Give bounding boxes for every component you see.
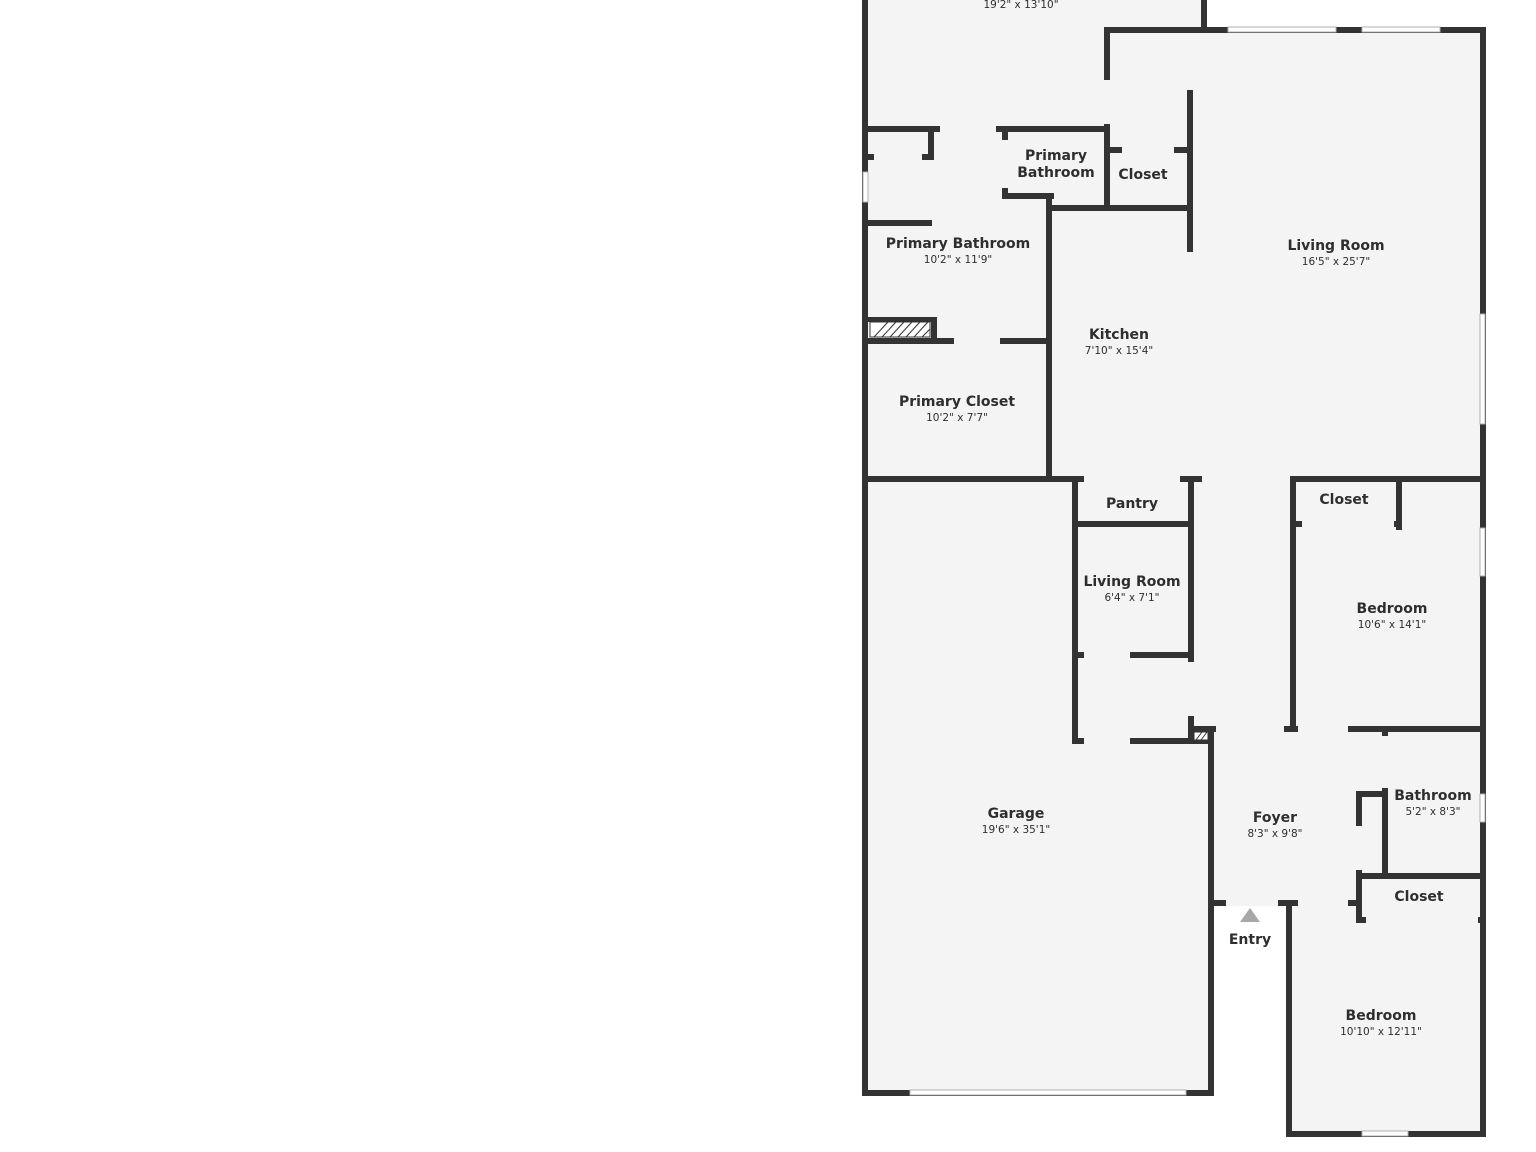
room-garage: Garage 19'6" x 35'1" xyxy=(982,806,1050,836)
room-closet-bedroom2-name: Closet xyxy=(1394,889,1444,905)
room-pantry: Pantry xyxy=(1106,496,1158,512)
windows xyxy=(862,26,1486,1137)
room-primary-bathroom-small-name-line1: Primary xyxy=(1025,148,1087,164)
room-closet-bedroom2: Closet xyxy=(1394,889,1444,905)
room-living-room: Living Room 16'5" x 25'7" xyxy=(1287,238,1384,268)
room-closet-top: Closet xyxy=(1118,167,1168,183)
room-top: 19'2" x 13'10" xyxy=(983,0,1058,11)
room-living-room-small-name: Living Room xyxy=(1083,574,1180,590)
room-kitchen-dims: 7'10" x 15'4" xyxy=(1085,345,1153,357)
room-foyer-dims: 8'3" x 9'8" xyxy=(1247,828,1302,840)
room-living-room-name: Living Room xyxy=(1287,238,1384,254)
room-closet-bedroom1-name: Closet xyxy=(1319,492,1369,508)
room-primary-bathroom-small-name-line2: Bathroom xyxy=(1017,165,1095,181)
room-bedroom-2: Bedroom 10'10" x 12'11" xyxy=(1340,1008,1422,1038)
room-bedroom-1-name: Bedroom xyxy=(1357,601,1428,617)
openings xyxy=(940,80,1478,923)
room-top-dims: 19'2" x 13'10" xyxy=(983,0,1058,11)
room-primary-bathroom: Primary Bathroom 10'2" x 11'9" xyxy=(886,236,1030,266)
room-primary-closet-name: Primary Closet xyxy=(899,394,1015,410)
room-primary-closet-dims: 10'2" x 7'7" xyxy=(926,412,988,424)
room-garage-dims: 19'6" x 35'1" xyxy=(982,824,1050,836)
room-bedroom-1-dims: 10'6" x 14'1" xyxy=(1358,619,1426,631)
room-primary-bathroom-small: Primary Bathroom xyxy=(1017,148,1095,181)
room-closet-top-name: Closet xyxy=(1118,167,1168,183)
room-living-room-small-dims: 6'4" x 7'1" xyxy=(1104,592,1159,604)
room-foyer-name: Foyer xyxy=(1253,810,1297,826)
entry-label: Entry xyxy=(1229,932,1271,948)
room-foyer: Foyer 8'3" x 9'8" xyxy=(1247,810,1302,840)
room-living-room-small: Living Room 6'4" x 7'1" xyxy=(1083,574,1180,604)
room-bathroom-name: Bathroom xyxy=(1394,788,1472,804)
room-bathroom: Bathroom 5'2" x 8'3" xyxy=(1394,788,1472,818)
room-bedroom-1: Bedroom 10'6" x 14'1" xyxy=(1357,601,1428,631)
room-bedroom-2-name: Bedroom xyxy=(1346,1008,1417,1024)
room-kitchen: Kitchen 7'10" x 15'4" xyxy=(1085,327,1153,357)
room-bedroom-2-dims: 10'10" x 12'11" xyxy=(1340,1026,1422,1038)
room-garage-name: Garage xyxy=(988,806,1045,822)
room-bathroom-dims: 5'2" x 8'3" xyxy=(1405,806,1460,818)
room-pantry-name: Pantry xyxy=(1106,496,1158,512)
room-primary-bathroom-name: Primary Bathroom xyxy=(886,236,1030,252)
room-kitchen-name: Kitchen xyxy=(1089,327,1149,343)
entry-arrow-icon xyxy=(1240,908,1260,922)
room-primary-bathroom-dims: 10'2" x 11'9" xyxy=(924,254,992,266)
room-closet-bedroom1: Closet xyxy=(1319,492,1369,508)
floor-area xyxy=(866,0,1482,1134)
room-living-room-dims: 16'5" x 25'7" xyxy=(1302,256,1370,268)
room-primary-closet: Primary Closet 10'2" x 7'7" xyxy=(899,394,1015,424)
hatched-blocks xyxy=(869,321,1209,741)
